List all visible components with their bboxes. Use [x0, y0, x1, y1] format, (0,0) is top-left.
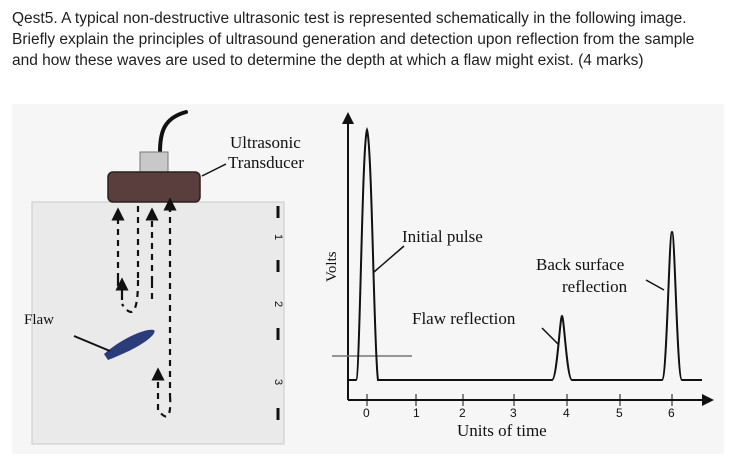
x-axis-label: Units of time	[457, 421, 547, 440]
x-tick-1: 1	[413, 406, 420, 420]
transducer-body	[107, 171, 201, 203]
transducer-connector	[139, 151, 169, 173]
path-label-2: 2	[272, 301, 284, 307]
x-ticks	[366, 394, 673, 406]
ultrasonic-test-figure: Ultrasonic Transducer Flaw 1 2 3 Vo	[12, 104, 724, 454]
flaw-label: Flaw	[24, 312, 54, 328]
transducer-label-line1: Ultrasonic	[230, 133, 301, 152]
x-tick-2: 2	[459, 406, 466, 420]
signal-trace	[348, 126, 702, 381]
initial-pulse-label: Initial pulse	[402, 227, 483, 246]
x-tick-0: 0	[363, 406, 370, 420]
flaw-shape	[104, 329, 155, 360]
back-surface-leader	[645, 279, 665, 291]
back-surface-label-line1: Back surface	[536, 255, 624, 274]
transducer-label-line2: Transducer	[228, 153, 304, 172]
y-axis-label: Volts	[324, 251, 340, 282]
x-tick-4: 4	[563, 406, 570, 420]
path-label-3: 3	[272, 379, 284, 385]
transducer-cable	[158, 110, 188, 154]
x-tick-3: 3	[510, 406, 517, 420]
figure-svg: Ultrasonic Transducer Flaw 1 2 3 Vo	[24, 110, 714, 445]
transducer-leader-line	[201, 163, 227, 177]
path-label-1: 1	[272, 234, 284, 240]
x-tick-6: 6	[668, 406, 675, 420]
back-surface-label-line2: reflection	[562, 277, 628, 296]
question-text: Qest5. A typical non-destructive ultraso…	[12, 10, 695, 69]
initial-pulse-leader	[373, 245, 405, 273]
flaw-reflection-leader	[541, 327, 559, 345]
test-sample-block	[31, 201, 285, 445]
back-wave-turn	[157, 395, 172, 418]
x-tick-5: 5	[616, 406, 623, 420]
flaw-leader-line	[73, 335, 111, 352]
flaw-reflection-label: Flaw reflection	[412, 309, 516, 328]
